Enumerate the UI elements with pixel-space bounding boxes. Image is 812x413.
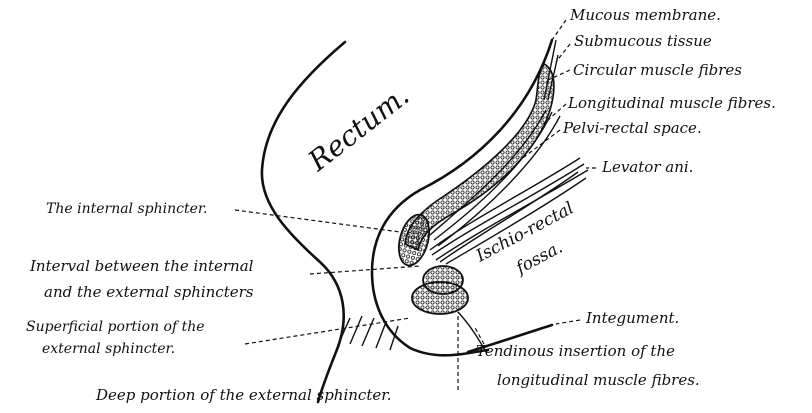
label-superficial-1: Superficial portion of the [26, 319, 205, 335]
label-mucous-membrane: Mucous membrane. [569, 6, 721, 24]
label-interval-1: Interval between the internal [29, 257, 254, 275]
leader-integument [556, 320, 580, 324]
leader-mucous [552, 20, 566, 40]
label-interval-2: and the external sphincters [44, 283, 254, 301]
label-tendinous-1: Tendinous insertion of the [476, 342, 675, 360]
leader-superficial [245, 318, 410, 344]
label-submucous-tissue: Submucous tissue [574, 32, 712, 50]
leader-submucous [556, 44, 570, 62]
label-levator-ani: Levator ani. [601, 158, 693, 176]
external-sphincter-deep [412, 282, 468, 314]
rectum-left-wall [262, 42, 345, 402]
label-superficial-2: external sphincter. [42, 341, 175, 357]
label-deep-portion: Deep portion of the external sphincter. [95, 386, 392, 404]
label-integument: Integument. [585, 309, 679, 327]
label-circular-muscle: Circular muscle fibres [573, 61, 742, 79]
leader-internal [235, 210, 400, 232]
rectum-label: Rectum. [301, 79, 415, 178]
label-internal-sphincter: The internal sphincter. [46, 201, 208, 217]
superficial-fibres [338, 316, 398, 350]
label-pelvi-rectal: Pelvi-rectal space. [562, 119, 702, 137]
label-tendinous-2: longitudinal muscle fibres. [497, 371, 700, 389]
label-longitudinal-muscle: Longitudinal muscle fibres. [567, 94, 776, 112]
